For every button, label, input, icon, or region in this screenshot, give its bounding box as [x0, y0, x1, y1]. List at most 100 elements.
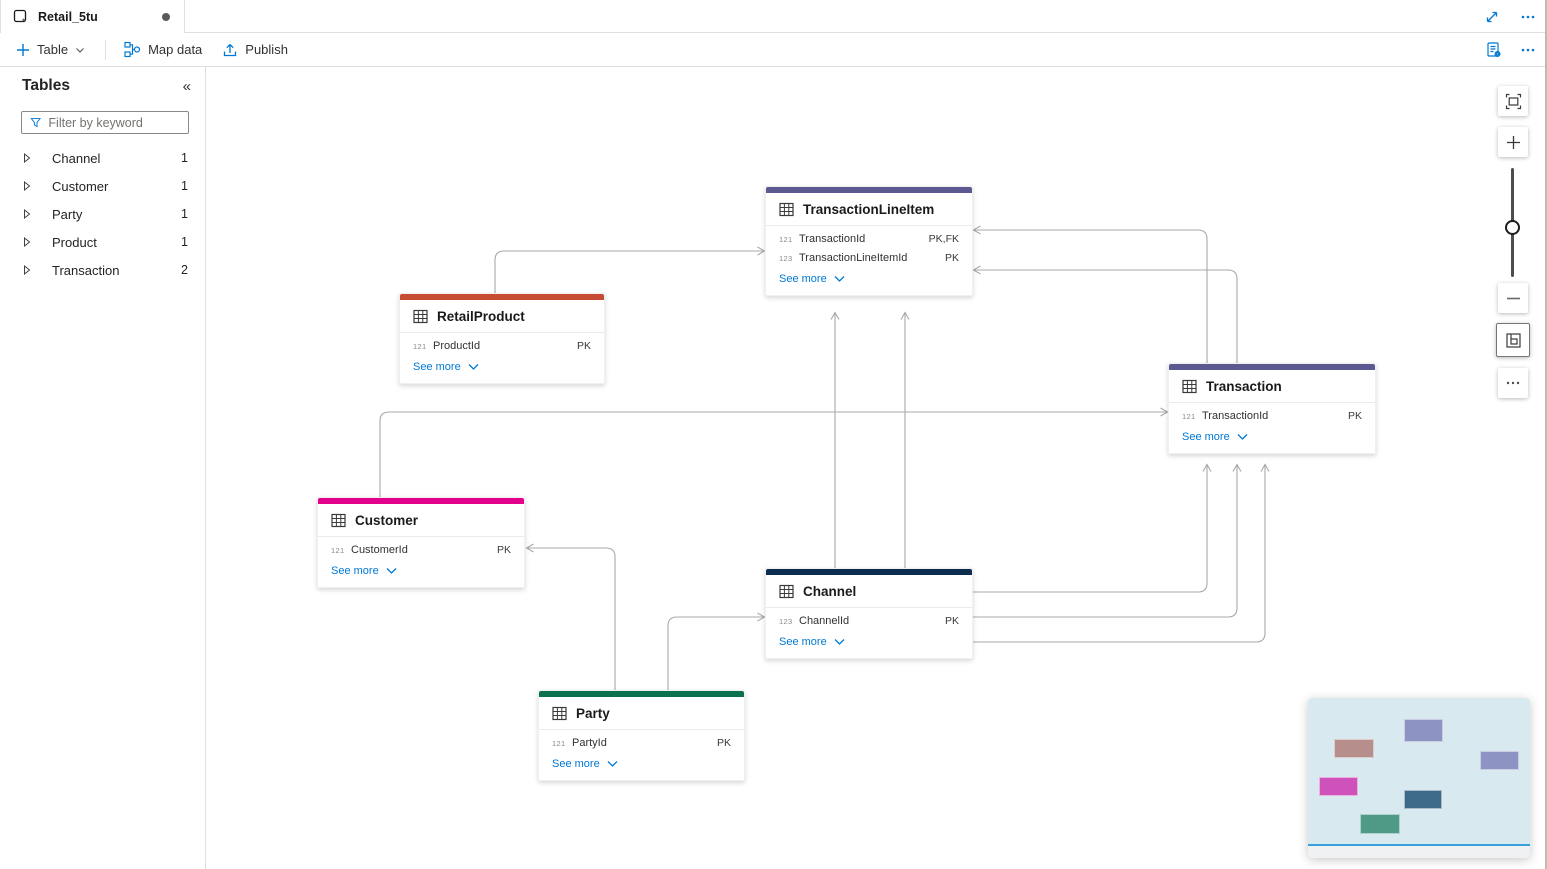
field-name: CustomerId — [351, 544, 408, 556]
chevron-right-icon[interactable] — [23, 181, 33, 191]
field-row[interactable]: 121 TransactionId PK — [1169, 403, 1375, 422]
field-row[interactable]: 121 PartyId PK — [539, 730, 744, 749]
minimap-block-party — [1360, 814, 1400, 834]
more-options-icon[interactable] — [1517, 6, 1539, 28]
field-row[interactable]: 123 ChannelId PK — [766, 608, 972, 627]
expand-diagonal-icon[interactable] — [1481, 6, 1503, 28]
see-more-label: See more — [552, 758, 600, 770]
see-more-link[interactable]: See more — [1169, 422, 1375, 453]
filter-input[interactable] — [48, 115, 180, 130]
sidebar-item-transaction[interactable]: Transaction 2 — [0, 256, 205, 284]
entity-card-party[interactable]: Party 121 PartyId PK See more — [538, 690, 745, 781]
see-more-link[interactable]: See more — [539, 749, 744, 780]
sidebar-item-count: 1 — [181, 151, 188, 165]
sidebar-item-label: Customer — [52, 178, 109, 194]
minimap-icon — [1505, 332, 1521, 348]
field-keys: PK,FK — [928, 233, 959, 245]
field-row[interactable]: 121 CustomerId PK — [318, 537, 524, 556]
field-keys: PK — [576, 340, 591, 352]
table-grid-icon — [779, 584, 794, 599]
sidebar-item-channel[interactable]: Channel 1 — [0, 144, 205, 172]
see-more-link[interactable]: See more — [766, 264, 972, 295]
sidebar-item-label: Channel — [52, 150, 101, 166]
more-options-icon — [1506, 381, 1520, 385]
minimap-block-retailproduct — [1334, 739, 1374, 758]
fit-to-screen-icon — [1505, 93, 1521, 109]
toolbar-divider — [105, 39, 107, 60]
publish-icon — [224, 43, 237, 56]
number-type-icon: 123 — [779, 616, 793, 626]
map-data-icon — [124, 41, 141, 58]
entity-card-retailproduct[interactable]: RetailProduct 121 ProductId PK See more — [399, 293, 605, 384]
sidebar-item-count: 1 — [181, 207, 188, 221]
field-row[interactable]: 123 TransactionLineItemId PK — [766, 245, 972, 264]
sidebar-item-count: 2 — [181, 263, 188, 277]
publish-button[interactable]: Publish — [222, 42, 288, 58]
number-type-icon: 121 — [413, 341, 427, 351]
chevron-right-icon[interactable] — [23, 209, 33, 219]
sidebar-item-customer[interactable]: Customer 1 — [0, 172, 205, 200]
table-grid-icon — [779, 202, 794, 217]
minimap-toggle-button[interactable] — [1496, 323, 1530, 357]
svg-text:*: * — [22, 17, 25, 25]
unsaved-dot — [162, 12, 170, 21]
see-more-label: See more — [1182, 431, 1230, 443]
map-data-button[interactable]: Map data — [124, 41, 202, 58]
zoom-slider-knob[interactable] — [1505, 220, 1520, 235]
minimap[interactable] — [1308, 698, 1530, 858]
sidebar-item-product[interactable]: Product 1 — [0, 228, 205, 256]
field-name: ProductId — [433, 340, 481, 352]
tables-panel: Tables « Channel 1 Customer 1 Party 1 — [0, 67, 206, 869]
see-more-link[interactable]: See more — [400, 352, 604, 383]
chevron-down-icon — [468, 364, 479, 370]
table-design-icon: * — [13, 9, 29, 25]
window-edge-scrollbar[interactable] — [1545, 0, 1547, 869]
tables-panel-title: Tables — [22, 77, 70, 94]
chevron-right-icon[interactable] — [23, 265, 33, 275]
entity-card-customer[interactable]: Customer 121 CustomerId PK See more — [317, 497, 525, 588]
see-more-label: See more — [779, 636, 827, 648]
minimap-block-transactionlineitem — [1404, 719, 1443, 742]
field-keys: PK — [944, 252, 959, 264]
minimap-block-channel — [1404, 790, 1442, 809]
see-more-label: See more — [413, 361, 461, 373]
chevron-right-icon[interactable] — [23, 153, 33, 163]
collapse-panel-icon[interactable]: « — [182, 77, 191, 95]
tab-retail-5tu[interactable]: * Retail_5tu — [0, 0, 185, 33]
minimap-viewport[interactable] — [1308, 698, 1530, 846]
entity-color-bar — [766, 187, 972, 193]
field-keys: PK — [944, 615, 959, 627]
field-name: TransactionId — [1202, 410, 1269, 422]
more-options-icon[interactable] — [1517, 39, 1539, 61]
entity-color-bar — [400, 294, 604, 300]
sidebar-item-label: Product — [52, 234, 97, 250]
see-more-link[interactable]: See more — [766, 627, 972, 658]
entity-title: RetailProduct — [437, 309, 525, 324]
entity-card-transaction[interactable]: Transaction 121 TransactionId PK See mor… — [1168, 363, 1376, 454]
sidebar-item-party[interactable]: Party 1 — [0, 200, 205, 228]
chevron-right-icon[interactable] — [23, 237, 33, 247]
sidebar-item-label: Transaction — [52, 262, 120, 278]
zoom-out-button[interactable] — [1498, 283, 1528, 313]
minimap-block-customer — [1319, 777, 1358, 796]
field-row[interactable]: 121 ProductId PK — [400, 333, 604, 352]
add-table-button[interactable]: Table — [16, 42, 85, 57]
fit-to-screen-button[interactable] — [1498, 86, 1528, 116]
number-type-icon: 121 — [779, 234, 793, 244]
zoom-in-button[interactable] — [1498, 127, 1528, 157]
table-grid-icon — [331, 513, 346, 528]
entity-card-channel[interactable]: Channel 123 ChannelId PK See more — [765, 568, 973, 659]
diagram-canvas[interactable]: TransactionLineItem 121 TransactionId PK… — [206, 67, 1547, 869]
properties-gear-icon[interactable] — [1483, 39, 1505, 61]
chevron-down-icon — [1237, 434, 1248, 440]
see-more-link[interactable]: See more — [318, 556, 524, 587]
chevron-down-icon — [386, 568, 397, 574]
canvas-more-options-button[interactable] — [1498, 368, 1528, 398]
sidebar-item-count: 1 — [181, 235, 188, 249]
number-type-icon: 121 — [1182, 411, 1196, 421]
entity-card-transactionlineitem[interactable]: TransactionLineItem 121 TransactionId PK… — [765, 186, 973, 296]
tab-strip: * Retail_5tu — [0, 0, 1547, 33]
tab-title: Retail_5tu — [38, 9, 98, 24]
field-keys: PK — [716, 737, 731, 749]
field-row[interactable]: 121 TransactionId PK,FK — [766, 226, 972, 245]
